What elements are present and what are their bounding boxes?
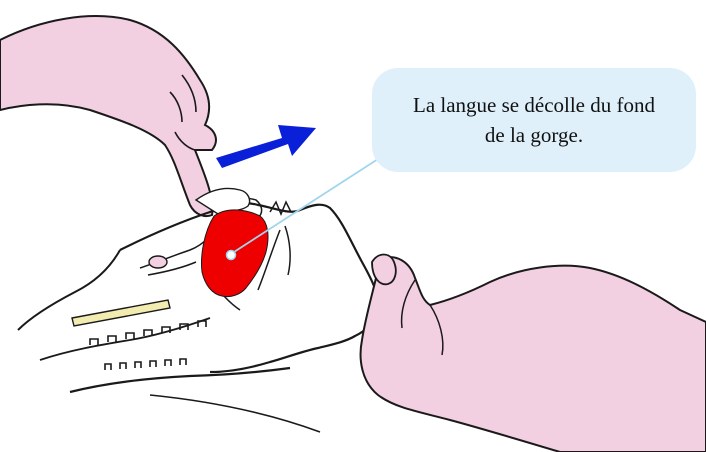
chest-contour [150,395,320,432]
lower-hand [361,257,706,452]
callout-box: La langue se décolle du fond de la gorge… [372,68,696,172]
vertebrae-row-lower [105,359,186,370]
vertebrae-row-upper [90,321,206,345]
hyoid-bone [149,256,167,268]
bottom-contour [70,368,290,392]
callout-text-line-2: de la gorge. [413,120,655,150]
spinal-column [72,300,170,326]
arrow-right-up-icon [216,125,316,168]
callout-text-line-1: La langue se décolle du fond [413,90,655,120]
upper-hand [0,16,216,216]
